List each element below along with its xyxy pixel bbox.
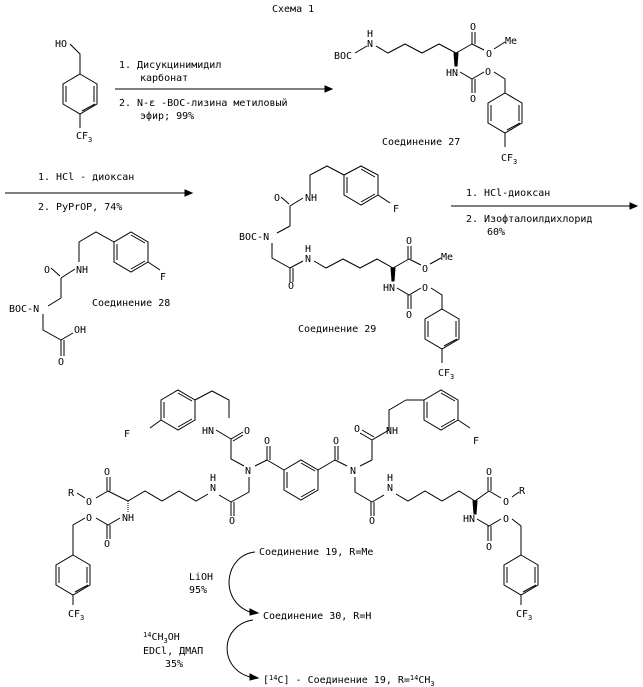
- compound-19-structure: F HN O N O O N O H N O: [55, 389, 539, 622]
- atom-label: O: [369, 516, 375, 527]
- starting-material-structure: HO CF3: [55, 39, 98, 144]
- atom-label: Me: [441, 252, 453, 263]
- atom-label: N: [305, 254, 311, 265]
- atom-label: BOC: [334, 51, 352, 62]
- atom-label: O: [333, 436, 339, 447]
- compound-27-label: Соединение 27: [382, 137, 460, 148]
- atom-label: BOC-N: [9, 304, 39, 315]
- compound-28-label: Соединение 28: [92, 298, 170, 309]
- compound-30-label: Соединение 30, R=H: [263, 611, 371, 622]
- step1-reagent-1: 1. Дисукцинимидил: [119, 60, 221, 71]
- step4-reagent: LiOH: [189, 572, 213, 583]
- atom-label: O: [503, 497, 509, 508]
- atom-label: CF3: [438, 368, 454, 381]
- atom-label: R: [68, 488, 75, 499]
- atom-label: NH: [386, 426, 398, 437]
- atom-label: H: [387, 473, 393, 484]
- step1-reagent-2: 2. N-ε -BOC-лизина метиловый: [119, 97, 288, 109]
- atom-label: O: [86, 497, 92, 508]
- atom-label: O: [470, 22, 476, 33]
- atom-label: N: [387, 483, 393, 494]
- atom-label: F: [473, 436, 479, 447]
- atom-label: O: [406, 236, 412, 247]
- scheme-title: Схема 1: [272, 4, 314, 15]
- atom-label: H: [367, 29, 373, 40]
- step3-reagent-2: 2. Изофталоилдихлорид: [466, 213, 592, 225]
- atom-label: HN: [463, 514, 475, 525]
- step3-reagent-2b: 60%: [487, 227, 505, 238]
- atom-label: F: [393, 204, 399, 215]
- atom-label: N: [210, 483, 216, 494]
- atom-label: Me: [505, 36, 517, 47]
- compound-19-label: Соединение 19, R=Me: [259, 547, 373, 558]
- atom-label: O: [58, 357, 64, 368]
- atom-label: N: [245, 466, 251, 477]
- atom-label: F: [160, 272, 166, 283]
- atom-label: NH: [122, 513, 134, 524]
- atom-label: O: [485, 67, 491, 78]
- atom-label: O: [470, 94, 476, 105]
- atom-label: N: [350, 466, 356, 477]
- atom-label: O: [422, 283, 428, 294]
- atom-label: O: [354, 424, 360, 435]
- step5-reagent-2: EDCl, ДМАП: [143, 646, 203, 657]
- atom-label: CF3: [501, 153, 517, 166]
- reaction-arrow-2: 1. HCl - диоксан 2. PyPrOP, 74%: [5, 172, 194, 213]
- atom-label: CF3: [516, 609, 532, 622]
- atom-label: O: [104, 467, 110, 478]
- atom-label: O: [244, 426, 250, 437]
- atom-label: O: [486, 467, 492, 478]
- step2-reagent-1: 1. HCl - диоксан: [38, 172, 134, 183]
- atom-label: NH: [76, 265, 88, 276]
- atom-label: O: [44, 265, 50, 276]
- atom-label: BOC-N: [239, 232, 269, 243]
- atom-label: O: [264, 436, 270, 447]
- compound-27-structure: BOC H N O O Me HN O O CF3 Соединение 27: [334, 22, 523, 166]
- atom-label: N: [367, 39, 373, 50]
- compound-29-label: Соединение 29: [298, 324, 376, 335]
- atom-label: O: [86, 513, 92, 524]
- atom-label: H: [305, 244, 311, 255]
- atom-label: O: [274, 193, 280, 204]
- reaction-arrow-3: 1. HCl-диоксан 2. Изофталоилдихлорид 60%: [451, 188, 639, 238]
- step3-reagent-1: 1. HCl-диоксан: [466, 188, 550, 199]
- atom-label: CF3: [68, 609, 84, 622]
- atom-label: CF3: [76, 131, 92, 144]
- conversion-arrows: LiOH 95% 14CH3OH EDCl, ДМАП 35% Соединен…: [143, 547, 435, 687]
- step1-reagent-2b: эфир; 99%: [140, 110, 194, 122]
- atom-label: HN: [446, 68, 458, 79]
- compound-29-structure: F NH O BOC-N O H N O O Me HN O O: [239, 165, 460, 381]
- atom-label: O: [503, 514, 509, 525]
- step2-reagent-2: 2. PyPrOP, 74%: [38, 202, 122, 213]
- atom-label: HN: [383, 283, 395, 294]
- step4-yield: 95%: [189, 585, 207, 596]
- atom-label: O: [406, 310, 412, 321]
- atom-label: H: [210, 473, 216, 484]
- atom-label: OH: [74, 325, 86, 336]
- atom-label: O: [229, 516, 235, 527]
- atom-label: O: [288, 281, 294, 292]
- atom-label: F: [124, 429, 130, 440]
- atom-label: HN: [202, 426, 214, 437]
- step5-reagent-1: 14CH3OH: [143, 631, 180, 645]
- step1-reagent-1b: карбонат: [140, 72, 188, 84]
- atom-label: O: [104, 539, 110, 550]
- compound-19-labeled-label: [14C] - Соединение 19, R=14CH3: [263, 674, 435, 687]
- atom-label: O: [486, 542, 492, 553]
- compound-28-structure: F NH O BOC-N O OH Соединение 28: [9, 231, 170, 368]
- atom-label: R: [519, 486, 526, 497]
- atom-label: O: [486, 49, 492, 60]
- step5-yield: 35%: [165, 659, 183, 670]
- atom-label: HO: [55, 39, 67, 50]
- reaction-arrow-1: 1. Дисукцинимидил карбонат 2. N-ε -BOC-л…: [115, 60, 334, 122]
- atom-label: NH: [305, 193, 317, 204]
- atom-label: O: [422, 264, 428, 275]
